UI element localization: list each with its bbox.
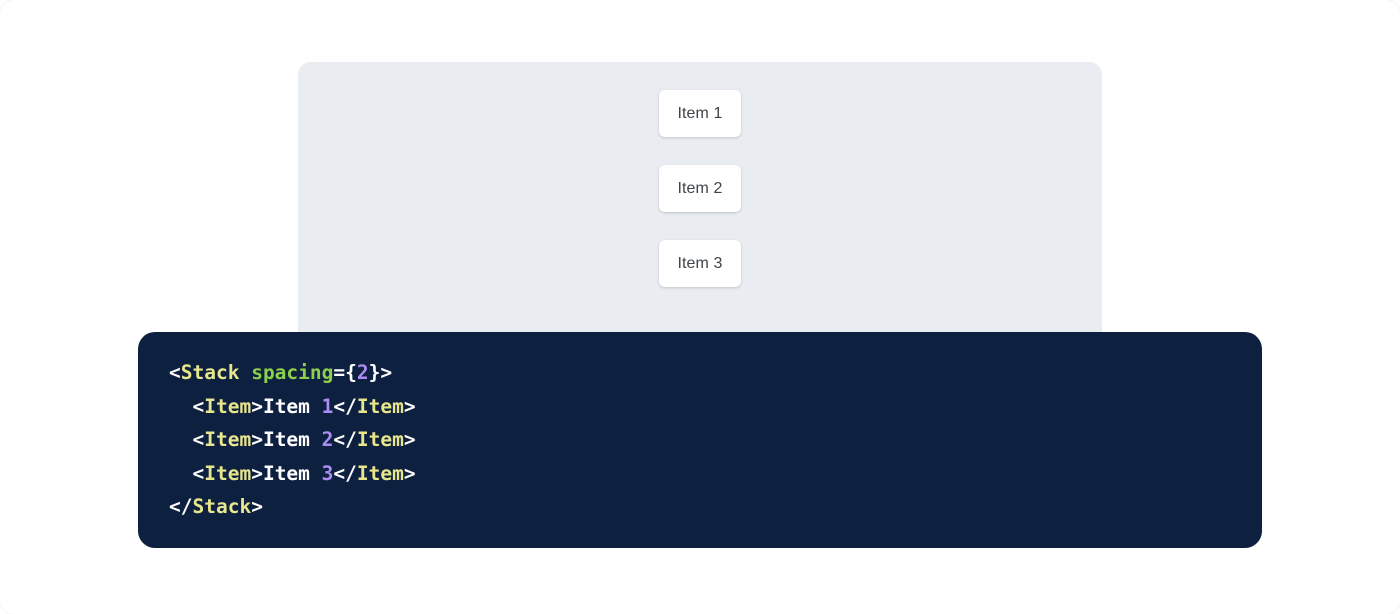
code-snippet[interactable]: <Stack spacing={2}> <Item>Item 1</Item> …: [169, 356, 1230, 524]
code-line: <Stack spacing={2}>: [169, 356, 1230, 390]
code-token-text: Item: [262, 428, 322, 452]
code-token-punct: >: [403, 394, 416, 418]
code-token-punct: <: [192, 394, 205, 418]
code-token-tag: Item: [356, 428, 404, 452]
code-token-punct: >: [403, 428, 416, 452]
code-token-punct: }>: [368, 361, 393, 384]
code-token-text: Item: [262, 461, 322, 485]
stack-item[interactable]: Item 2: [659, 165, 741, 212]
code-token-punct: </: [333, 461, 357, 485]
code-token-punct: >: [251, 428, 263, 452]
code-token-tag: Item: [204, 461, 252, 485]
stack-container: Item 1 Item 2 Item 3: [298, 90, 1102, 287]
stack-item-label: Item 1: [677, 104, 723, 122]
code-token-punct: >: [251, 461, 263, 485]
code-line: <Item>Item 3</Item>: [169, 457, 1230, 491]
code-token-punct: >: [403, 461, 416, 485]
code-token-num: 2: [356, 361, 369, 384]
code-token-text: Item: [262, 394, 322, 418]
code-token-tag: Item: [204, 428, 252, 452]
code-indent: [169, 462, 192, 485]
code-token-punct: ={: [333, 361, 357, 384]
code-line: <Item>Item 1</Item>: [169, 390, 1230, 424]
code-token-num: 3: [321, 461, 334, 485]
code-token-punct: [239, 361, 251, 384]
stack-item-label: Item 2: [677, 179, 723, 197]
code-token-num: 2: [321, 428, 334, 452]
code-token-tag: Item: [204, 394, 252, 418]
code-token-punct: <: [192, 461, 205, 485]
stack-item-label: Item 3: [677, 254, 723, 272]
code-token-punct: <: [192, 428, 205, 452]
code-token-punct: </: [333, 428, 357, 452]
stack-item[interactable]: Item 3: [659, 240, 741, 287]
code-token-num: 1: [321, 394, 334, 418]
code-token-punct: </: [333, 394, 357, 418]
stack-item[interactable]: Item 1: [659, 90, 741, 137]
code-line: <Item>Item 2</Item>: [169, 423, 1230, 457]
code-token-tag: Item: [356, 461, 404, 485]
code-snippet-panel: <Stack spacing={2}> <Item>Item 1</Item> …: [138, 332, 1262, 548]
code-indent: [169, 428, 192, 451]
code-token-tag: Item: [356, 394, 404, 418]
code-token-tag: Stack: [180, 361, 240, 384]
code-line: </Stack>: [169, 490, 1230, 524]
code-token-tag: Stack: [192, 495, 252, 519]
code-indent: [169, 395, 192, 418]
code-token-punct: </: [169, 495, 193, 519]
code-token-punct: >: [251, 495, 263, 519]
code-token-punct: >: [251, 394, 263, 418]
code-token-punct: <: [169, 361, 181, 384]
code-token-attr: spacing: [251, 361, 334, 384]
